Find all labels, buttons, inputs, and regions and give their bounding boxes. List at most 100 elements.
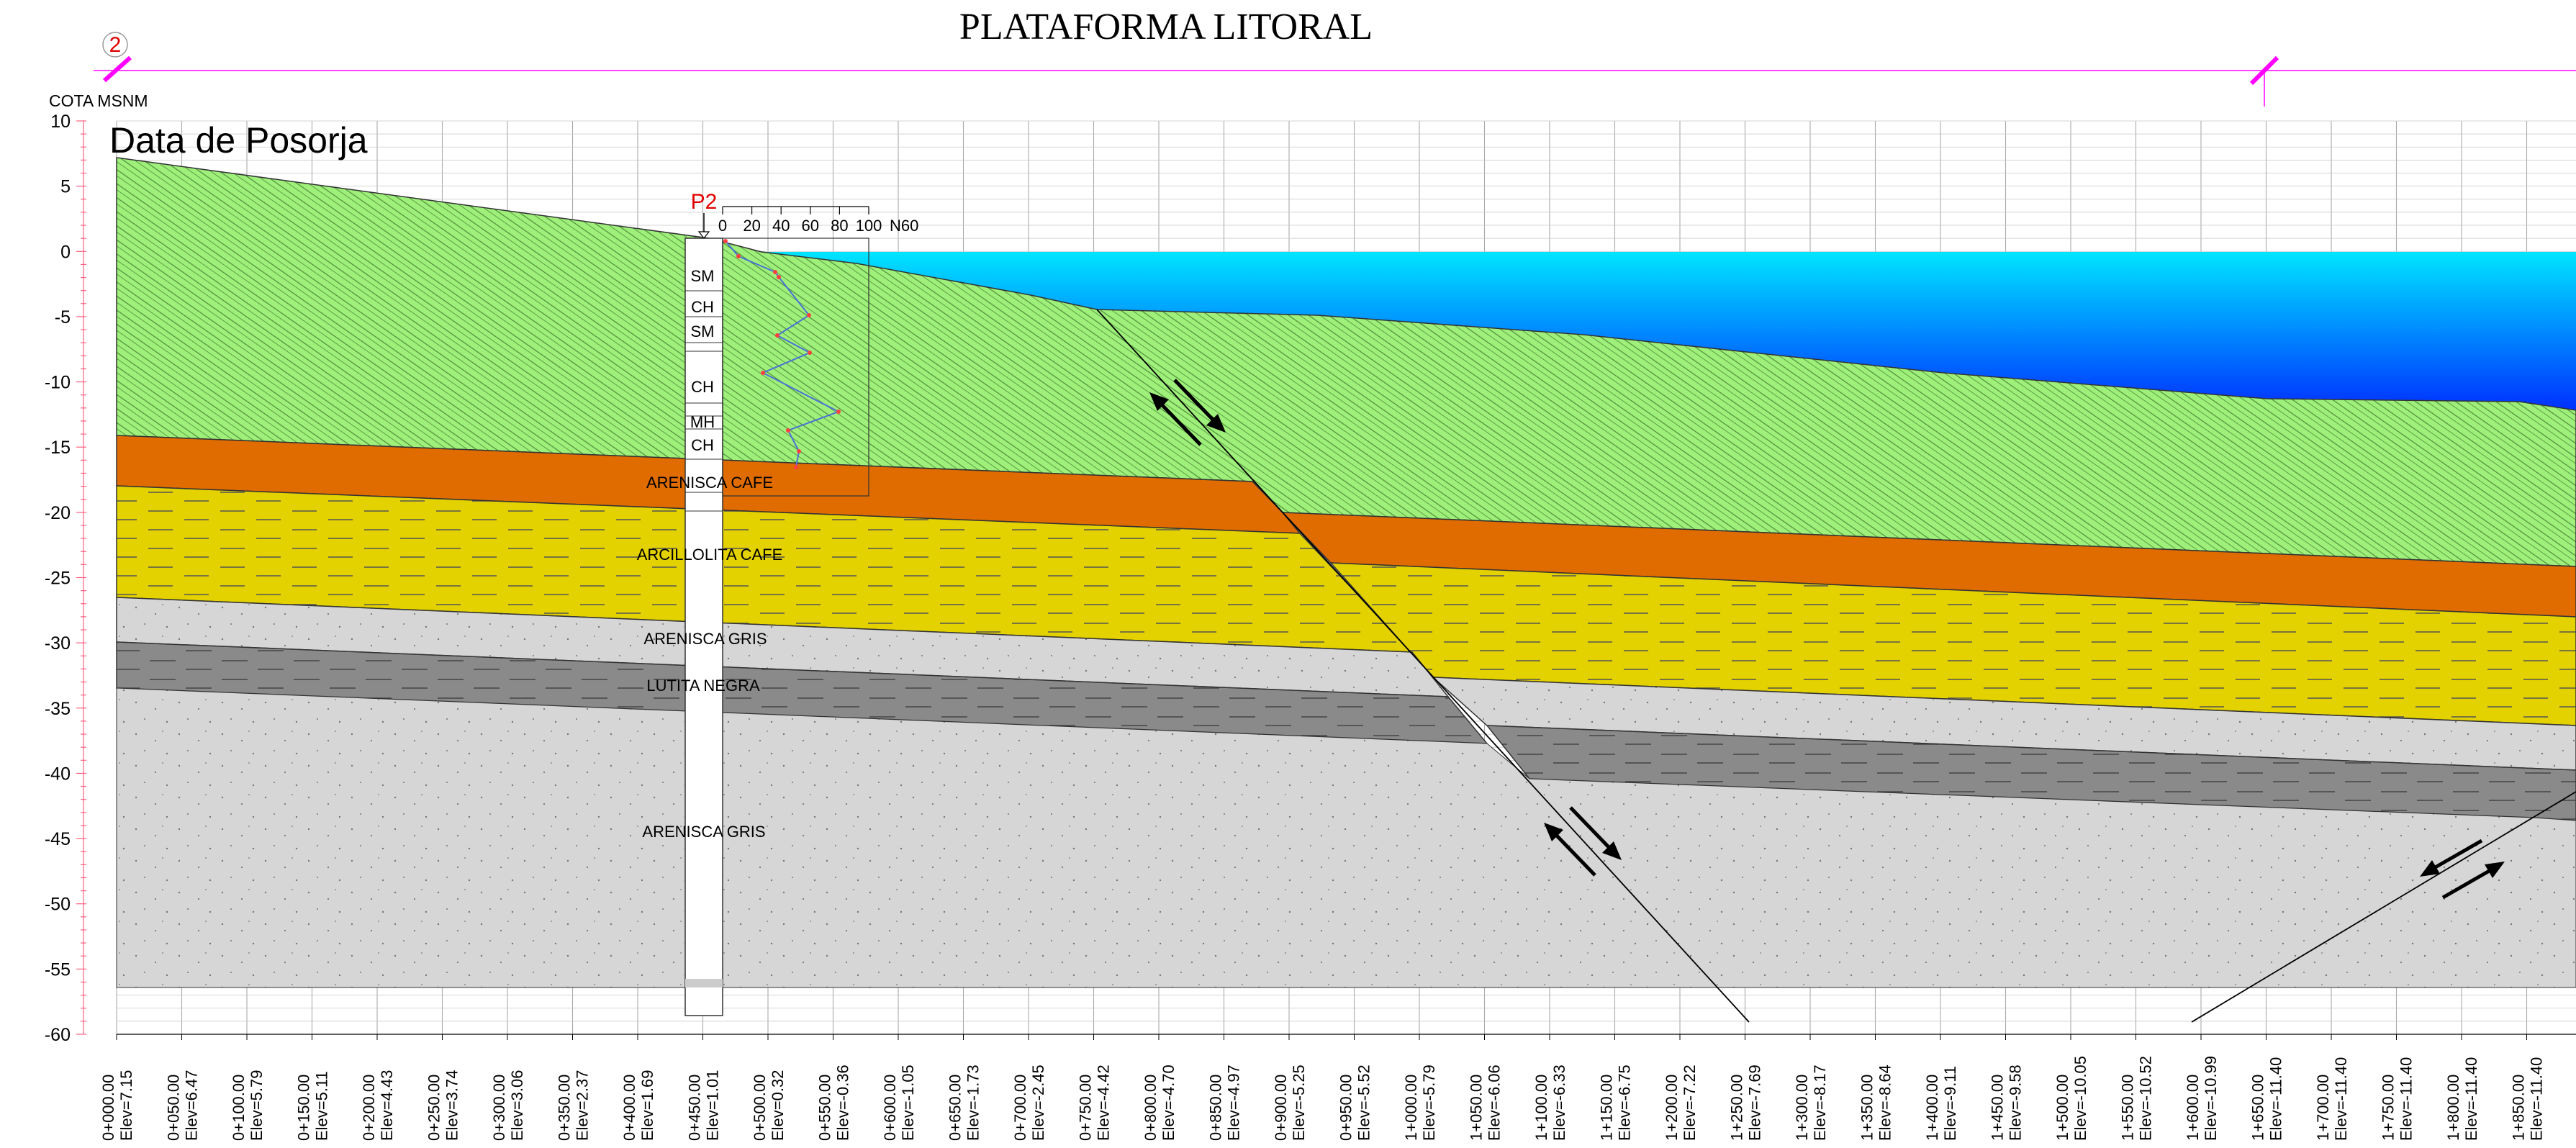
station-elevation: Elev=-5.25 bbox=[1290, 1065, 1308, 1141]
fault-arrows bbox=[1149, 379, 2505, 900]
elevation-tick-label: -60 bbox=[45, 1025, 71, 1045]
station-elevation: Elev=4.43 bbox=[378, 1070, 396, 1141]
elevation-tick-label: -35 bbox=[45, 699, 71, 719]
sea-area bbox=[761, 252, 2576, 410]
station-value: 0+050.00 bbox=[165, 1075, 183, 1141]
station-value: 1+650.00 bbox=[2249, 1075, 2267, 1141]
station-value: 0+600.00 bbox=[881, 1075, 899, 1141]
station-value: 1+250.00 bbox=[1728, 1075, 1746, 1141]
spt-curve bbox=[725, 240, 841, 468]
station-elevation: Elev=6.47 bbox=[183, 1070, 201, 1141]
station-value: 0+100.00 bbox=[230, 1075, 248, 1141]
spt-tick-label: 40 bbox=[772, 217, 790, 235]
spt-point bbox=[794, 465, 798, 469]
station-value: 1+400.00 bbox=[1923, 1075, 1941, 1141]
station-value: 0+450.00 bbox=[686, 1075, 704, 1141]
station-value: 0+850.00 bbox=[1207, 1075, 1225, 1141]
station-elevation: Elev=-1.05 bbox=[899, 1065, 917, 1141]
spt-point bbox=[723, 239, 728, 243]
station-value: 0+200.00 bbox=[360, 1075, 378, 1141]
label-lutita-negra: LUTITA NEGRA bbox=[646, 677, 760, 695]
station-value: 0+250.00 bbox=[425, 1075, 443, 1141]
section-marker-end bbox=[2249, 55, 2279, 107]
spt-point bbox=[777, 275, 781, 279]
station-elevation: Elev=-11.40 bbox=[2267, 1057, 2285, 1141]
station-elevation: Elev=-11.40 bbox=[2462, 1057, 2480, 1141]
layer-arenisca-cafe-right bbox=[1281, 512, 2576, 618]
station-elevation: Elev=5.11 bbox=[313, 1071, 331, 1141]
spt-point bbox=[773, 270, 777, 274]
spt-tick-label: 20 bbox=[743, 217, 760, 235]
station-value: 1+200.00 bbox=[1663, 1075, 1681, 1141]
station-value: 1+800.00 bbox=[2444, 1075, 2462, 1141]
layer-arenisca-gris-upper-right bbox=[1431, 677, 2576, 771]
station-elevation: Elev=-4.97 bbox=[1225, 1065, 1243, 1141]
station-value: 0+000.00 bbox=[99, 1075, 117, 1141]
station-elevation: Elev=-10.99 bbox=[2202, 1056, 2220, 1141]
station-value: 1+100.00 bbox=[1532, 1075, 1550, 1141]
spt-tick-label: 60 bbox=[802, 217, 819, 235]
fault-line-main bbox=[1096, 309, 1750, 1023]
soil-unit-label: MH bbox=[690, 413, 715, 431]
station-elevation: Elev=1.01 bbox=[704, 1070, 722, 1141]
station-elevation: Elev=-1.73 bbox=[964, 1065, 982, 1141]
station-elevation: Elev=-10.52 bbox=[2137, 1056, 2155, 1141]
station-elevation: Elev=1.69 bbox=[638, 1070, 656, 1141]
station-value: 1+750.00 bbox=[2380, 1075, 2398, 1141]
section-title: PLATAFORMA LITORAL bbox=[959, 6, 1373, 48]
spt-tick-label: 0 bbox=[718, 217, 727, 235]
label-arenisca-gris-lower: ARENISCA GRIS bbox=[642, 823, 765, 841]
station-elevation: Elev=-9.58 bbox=[2007, 1065, 2025, 1141]
elevation-tick-label: -10 bbox=[45, 373, 71, 393]
station-value: 0+700.00 bbox=[1011, 1075, 1029, 1141]
boring-id: P2 bbox=[691, 190, 718, 214]
station-elevation: Elev=-5.52 bbox=[1355, 1065, 1373, 1141]
label-arcillolita-cafe: ARCILLOLITA CAFE bbox=[637, 546, 783, 564]
soil-unit-label: CH bbox=[691, 436, 714, 454]
elevation-axis-label: COTA MSNM bbox=[49, 91, 148, 110]
station-value: 1+600.00 bbox=[2184, 1075, 2202, 1141]
data-source-title: Data de Posorja bbox=[109, 120, 368, 161]
station-value: 1+350.00 bbox=[1858, 1075, 1876, 1141]
station-value: 0+300.00 bbox=[490, 1075, 508, 1141]
elevation-tick-label: -30 bbox=[45, 633, 71, 654]
section-marker-number: 2 bbox=[109, 33, 122, 57]
station-elevation: Elev=-6.33 bbox=[1550, 1065, 1568, 1141]
station-elevation: Elev=-7.69 bbox=[1746, 1065, 1764, 1141]
station-elevation: Elev=-5.79 bbox=[1420, 1065, 1438, 1141]
spt-point bbox=[797, 449, 801, 453]
station-value: 0+500.00 bbox=[751, 1075, 769, 1141]
station-value: 0+650.00 bbox=[946, 1075, 964, 1141]
station-value: 0+750.00 bbox=[1077, 1075, 1095, 1141]
spt-tick-label: 100 bbox=[856, 217, 882, 235]
station-elevation: Elev=-6.75 bbox=[1616, 1065, 1634, 1141]
station-elevation: Elev=-0.36 bbox=[834, 1065, 852, 1141]
